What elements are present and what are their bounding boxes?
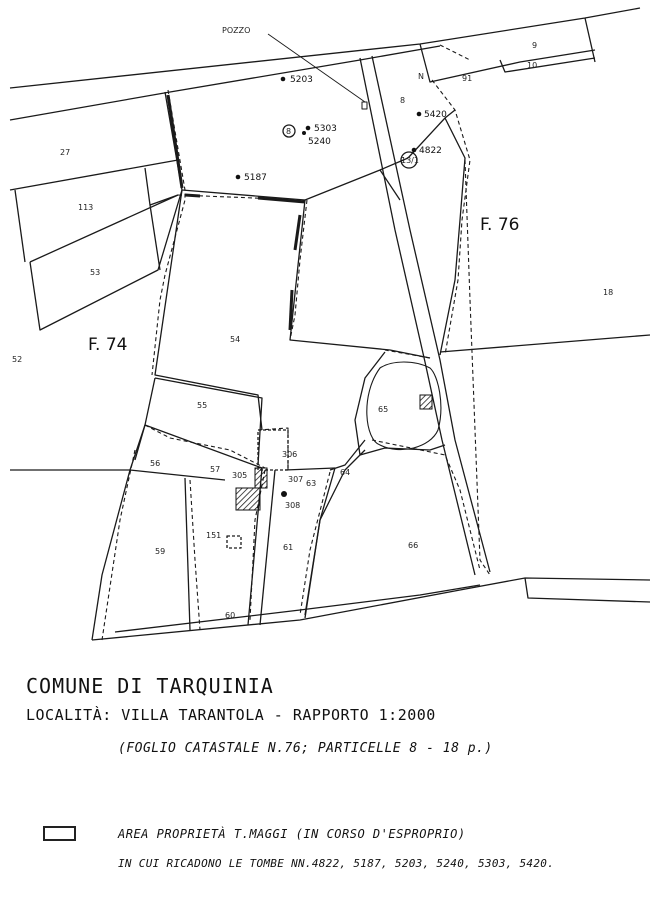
parcel-label: 66 — [408, 541, 418, 550]
legend-text-line1: AREA PROPRIETÀ T.MAGGI (IN CORSO D'ESPRO… — [118, 827, 466, 841]
parcel-label: 52 — [12, 355, 22, 364]
parcel-label: 55 — [197, 401, 207, 410]
parcel-label: 18 — [603, 288, 613, 297]
locality-line: LOCALITÀ: VILLA TARANTOLA - RAPPORTO 1:2… — [26, 706, 436, 724]
municipality-title: COMUNE DI TARQUINIA — [26, 674, 274, 698]
parcel-label: 308 — [285, 501, 300, 510]
well-label: POZZO — [222, 26, 250, 35]
parcel-label: 9 — [532, 41, 537, 50]
parcel-label: 305 — [232, 471, 247, 480]
parcel-label: 57 — [210, 465, 220, 474]
parcel-label: 53 — [90, 268, 100, 277]
parcel-label: 63 — [306, 479, 316, 488]
circled-mark: 13/1 — [401, 156, 419, 165]
small-mark: N — [418, 72, 424, 81]
legend-swatch — [43, 826, 76, 841]
parcel-label: 91 — [462, 74, 472, 83]
foglio-note: (FOGLIO CATASTALE N.76; PARTICELLE 8 - 1… — [118, 741, 493, 756]
tomb-label: 5187 — [244, 173, 267, 183]
tomb-label: 4822 — [419, 146, 442, 156]
parcel-label: 65 — [378, 405, 388, 414]
tomb-label: 5203 — [290, 75, 313, 85]
parcel-label: 8 — [400, 96, 405, 105]
parcel-label: 151 — [206, 531, 221, 540]
circled-mark: 8 — [286, 127, 291, 136]
parcel-label: 27 — [60, 148, 70, 157]
parcel-label: 306 — [282, 450, 297, 459]
parcel-label: 54 — [230, 335, 240, 344]
parcel-label: 59 — [155, 547, 165, 556]
parcel-label: 307 — [288, 475, 303, 484]
parcel-label: 10 — [527, 61, 537, 70]
sheet-label: F. 76 — [480, 215, 520, 235]
parcel-label: 56 — [150, 459, 160, 468]
sheet-label: F. 74 — [88, 335, 128, 355]
parcel-label: 113 — [78, 203, 93, 212]
tomb-label: 5240 — [308, 137, 331, 147]
cadastral-map: POZZO F. 74 F. 76 5203 5303 5240 5187 54… — [9, 7, 650, 641]
legend-text-line2: IN CUI RICADONO LE TOMBE NN.4822, 5187, … — [118, 857, 555, 870]
parcel-label: 64 — [340, 468, 350, 477]
parcel-label: 60 — [225, 611, 235, 620]
parcel-label: 61 — [283, 543, 293, 552]
tomb-label: 5420 — [424, 110, 447, 120]
tomb-label: 5303 — [314, 124, 337, 134]
